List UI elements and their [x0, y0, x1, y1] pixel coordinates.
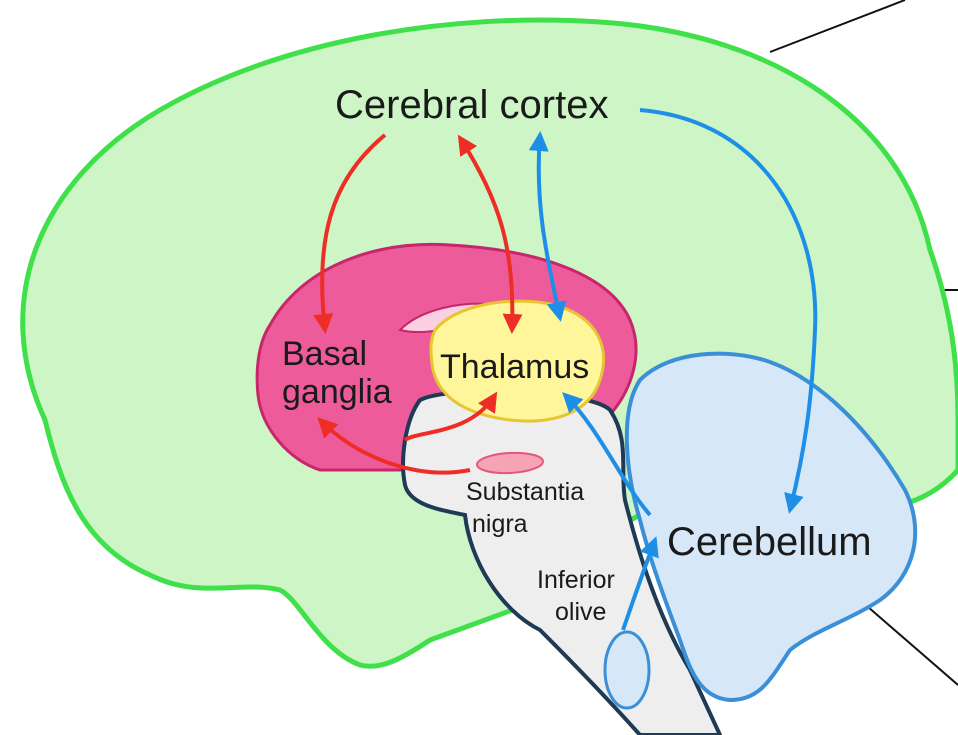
label-basal-ganglia-2: ganglia — [282, 373, 392, 411]
label-thalamus: Thalamus — [440, 348, 589, 386]
label-cerebral-cortex: Cerebral cortex — [335, 83, 608, 127]
label-basal-ganglia-1: Basal — [282, 335, 367, 373]
label-substantia-nigra-1: Substantia — [466, 478, 584, 506]
label-inferior-olive-2: olive — [555, 598, 606, 626]
leader-line-cerebellum — [860, 600, 958, 685]
label-cerebellum: Cerebellum — [667, 520, 872, 564]
label-inferior-olive-1: Inferior — [537, 566, 615, 594]
leader-line-cortex — [770, 0, 905, 52]
inferior-olive-shape — [605, 632, 649, 708]
label-substantia-nigra-2: nigra — [472, 510, 528, 538]
